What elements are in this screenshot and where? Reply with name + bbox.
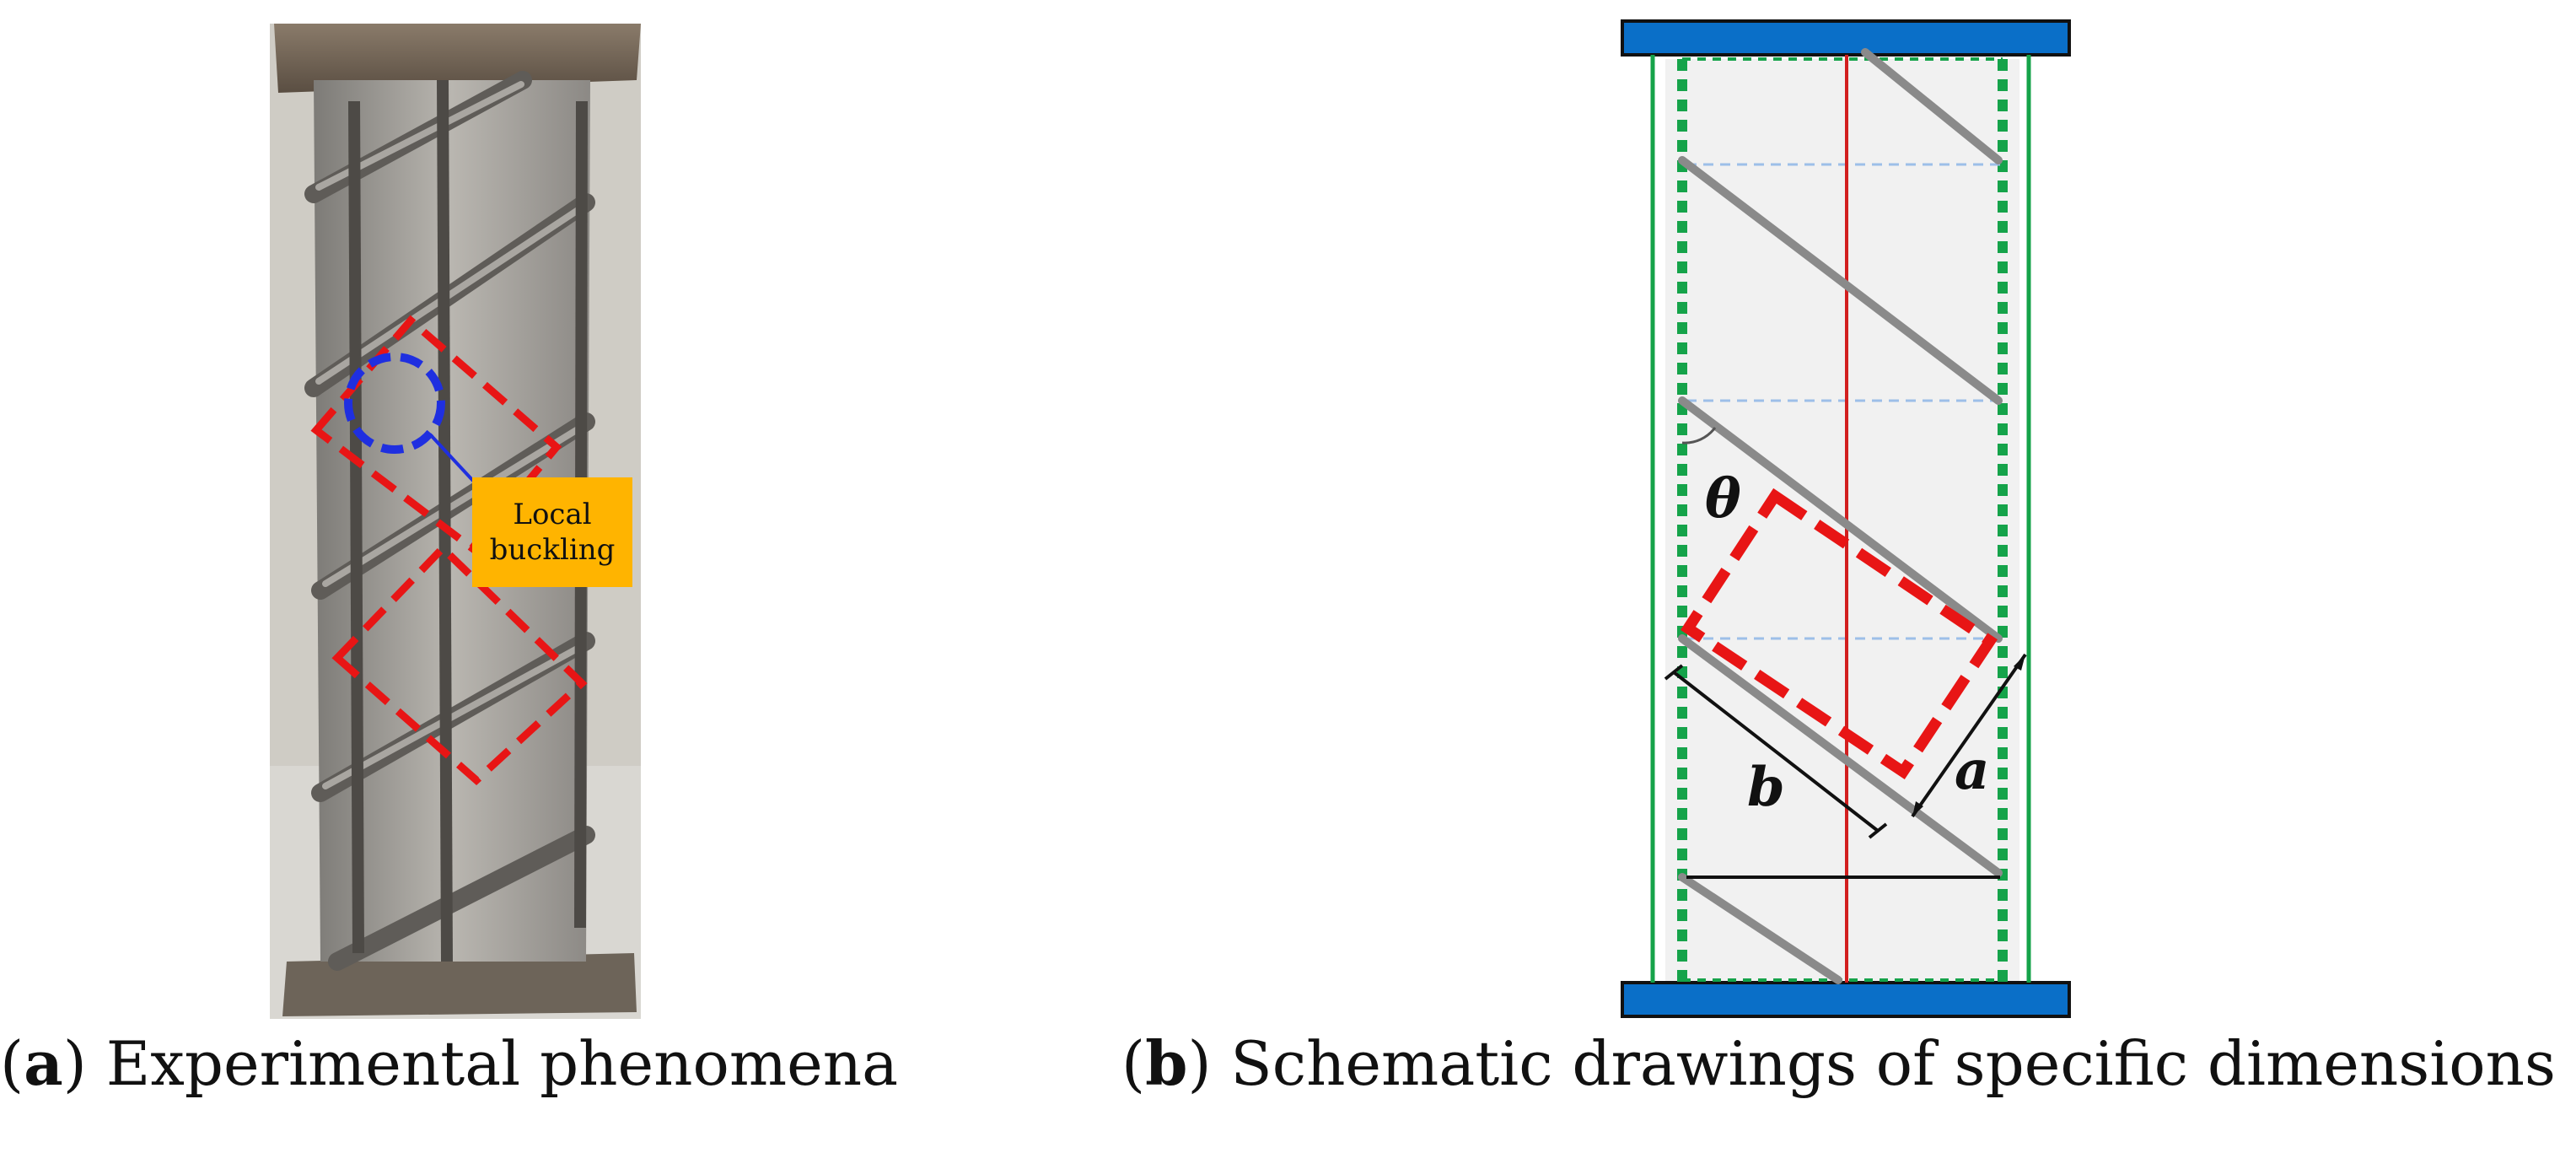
steel-tube-walls <box>1650 55 2031 983</box>
highlight-square <box>1681 488 1998 780</box>
panel-a-experimental: Local buckling (a) Experimental phenomen… <box>0 0 898 1153</box>
caption-b-text: ) Schematic drawings of specific dimensi… <box>1187 1028 2556 1099</box>
schematic-drawing: θ a b <box>1621 19 2071 1018</box>
caption-a: (a) Experimental phenomena <box>0 1033 898 1095</box>
theta-arc <box>1681 427 1717 444</box>
panel-b-schematic: θ a b (b) Schematic drawings of specific… <box>843 0 2576 1153</box>
specimen-photo <box>270 24 641 1019</box>
label-b: b <box>1747 756 1785 819</box>
callout-line1: Local <box>513 497 592 531</box>
reference-lines <box>1686 163 2000 640</box>
bottom-plate <box>282 953 637 1016</box>
caption-b-open: ( <box>1121 1028 1146 1099</box>
diagonal-ribs <box>1678 48 2003 984</box>
caption-a-open: ( <box>0 1028 24 1099</box>
caption-b-letter: b <box>1145 1027 1188 1099</box>
dimension-a-line <box>1911 653 2027 818</box>
caption-a-text: ) Experimental phenomena <box>62 1028 899 1099</box>
inner-dotted-boundary <box>1677 59 2008 983</box>
bottom-end-plate <box>1621 981 2071 1018</box>
top-end-plate <box>1621 19 2071 57</box>
label-a: a <box>1955 739 1989 802</box>
caption-b: (b) Schematic drawings of specific dimen… <box>1121 1033 2556 1095</box>
buckle-circle <box>344 353 445 454</box>
callout-line2: buckling <box>489 533 616 567</box>
local-buckling-callout: Local buckling <box>472 477 632 587</box>
dimension-b-line <box>1672 671 1880 832</box>
top-plate <box>274 24 641 93</box>
label-theta: θ <box>1705 467 1741 531</box>
caption-a-letter: a <box>24 1027 63 1099</box>
